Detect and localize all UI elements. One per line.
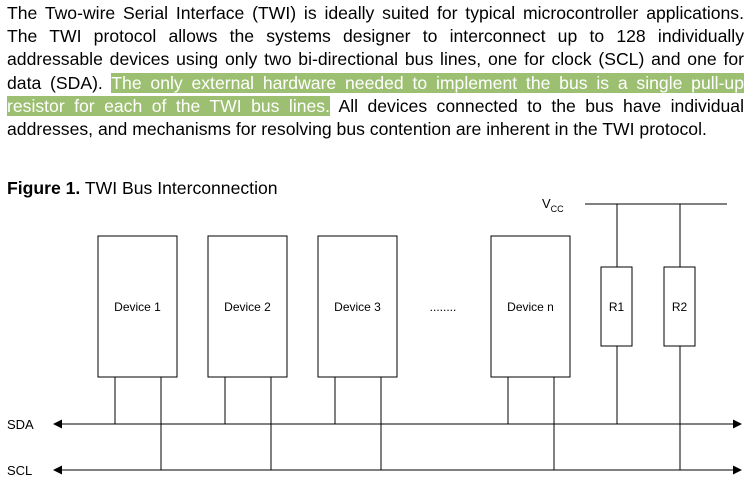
resistor-r2-label: R2 bbox=[672, 300, 688, 314]
intro-paragraph: The Two-wire Serial Interface (TWI) is i… bbox=[7, 2, 744, 141]
scl-label: SCL bbox=[7, 463, 32, 478]
device-ellipsis: ........ bbox=[430, 300, 457, 314]
resistor-r1: R1 bbox=[600, 204, 633, 424]
device-2: Device 2 bbox=[207, 235, 288, 470]
device-1-label: Device 1 bbox=[114, 300, 161, 314]
resistor-r1-label: R1 bbox=[609, 300, 625, 314]
figure-label: Figure 1. bbox=[7, 178, 81, 198]
paragraph-text-after: All devices connected to the bus have in… bbox=[7, 95, 744, 140]
figure-title: Figure 1. TWI Bus Interconnection bbox=[7, 177, 278, 199]
resistor-r2: R2 bbox=[663, 204, 696, 470]
device-2-label: Device 2 bbox=[224, 300, 271, 314]
device-n: Device n bbox=[490, 235, 571, 470]
paragraph-text-before: The Two-wire Serial Interface (TWI) is i… bbox=[7, 3, 744, 93]
device-n-label: Device n bbox=[507, 300, 554, 314]
vcc-label: VCC bbox=[542, 196, 564, 214]
device-3: Device 3 bbox=[317, 235, 398, 470]
figure-caption: TWI Bus Interconnection bbox=[84, 178, 278, 198]
sda-label: SDA bbox=[7, 417, 34, 432]
device-3-label: Device 3 bbox=[334, 300, 381, 314]
device-1: Device 1 bbox=[97, 235, 178, 470]
